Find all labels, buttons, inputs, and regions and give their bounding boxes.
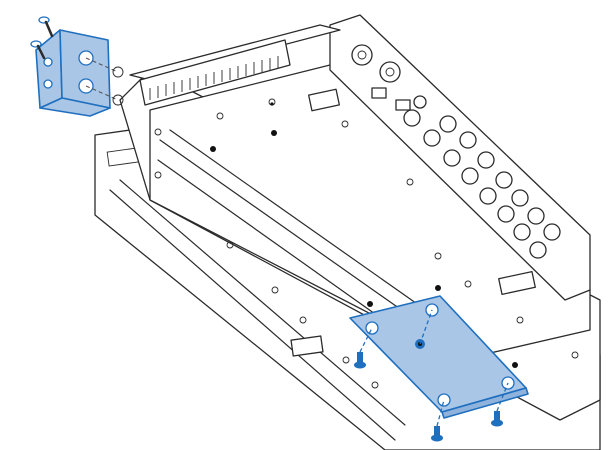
bracket-screws xyxy=(30,16,124,106)
mounting-plate xyxy=(349,295,529,419)
screw-head-icon xyxy=(30,40,42,48)
connector-panel xyxy=(351,44,561,259)
rubber-foot xyxy=(307,88,341,112)
rack-ear-bracket xyxy=(35,29,119,117)
rubber-foot xyxy=(290,335,324,357)
rubber-foot xyxy=(498,270,536,296)
screw-head-icon xyxy=(38,16,50,24)
vent-grille xyxy=(139,39,291,106)
plate-screws xyxy=(354,327,509,442)
device-enclosure xyxy=(119,14,601,421)
